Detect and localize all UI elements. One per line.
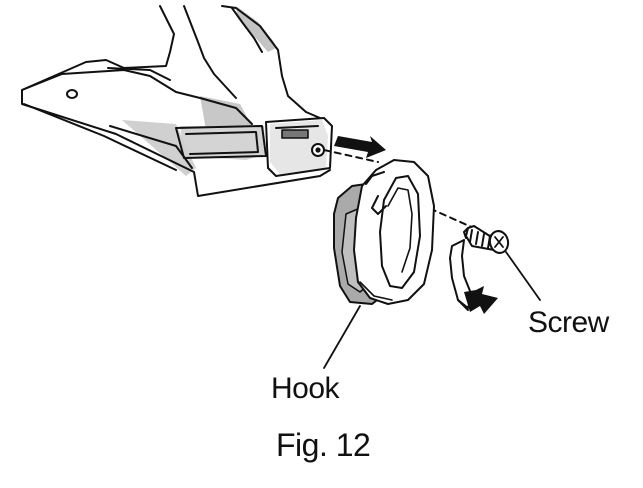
screw-label: Screw — [528, 306, 609, 339]
hook — [333, 159, 435, 305]
direction-arrow — [334, 136, 386, 158]
screw — [463, 225, 510, 254]
hook-label: Hook — [271, 372, 340, 405]
figure-caption: Fig. 12 — [276, 427, 371, 463]
rotation-arrow — [449, 239, 498, 314]
tool-body — [21, 5, 333, 197]
leader-lines — [323, 251, 541, 369]
